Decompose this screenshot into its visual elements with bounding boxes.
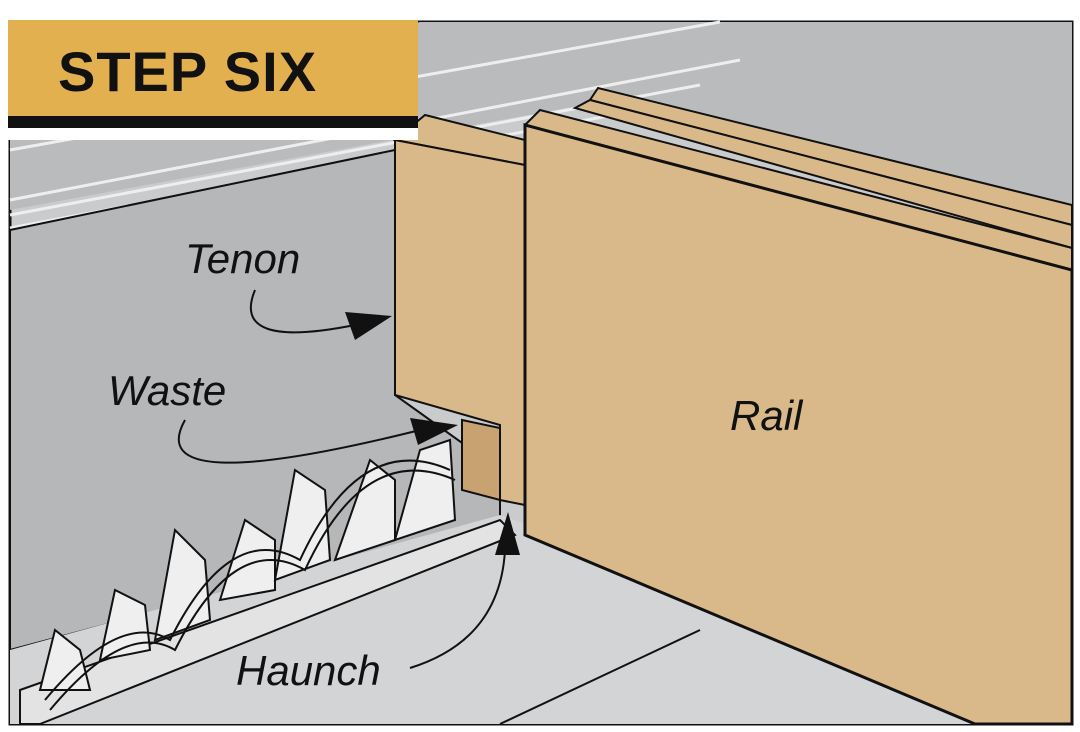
rail-label: Rail [730, 392, 803, 439]
rail-back-board-1 [572, 98, 1073, 250]
waste-arrow [177, 418, 458, 464]
step-title: STEP SIX [58, 40, 318, 103]
haunch-label: Haunch [236, 647, 381, 694]
table-seam [499, 629, 701, 725]
table-top [10, 515, 1072, 724]
rail-main-face [523, 123, 1074, 726]
waste-block [461, 418, 501, 502]
haunch-arrow [409, 512, 520, 669]
waste-label: Waste [108, 367, 227, 414]
tenon-label: Tenon [185, 235, 301, 282]
step-title-banner [8, 20, 418, 128]
blade-insert [19, 518, 517, 725]
blade-body-lines [44, 459, 456, 711]
tenon-arrow [249, 289, 392, 340]
